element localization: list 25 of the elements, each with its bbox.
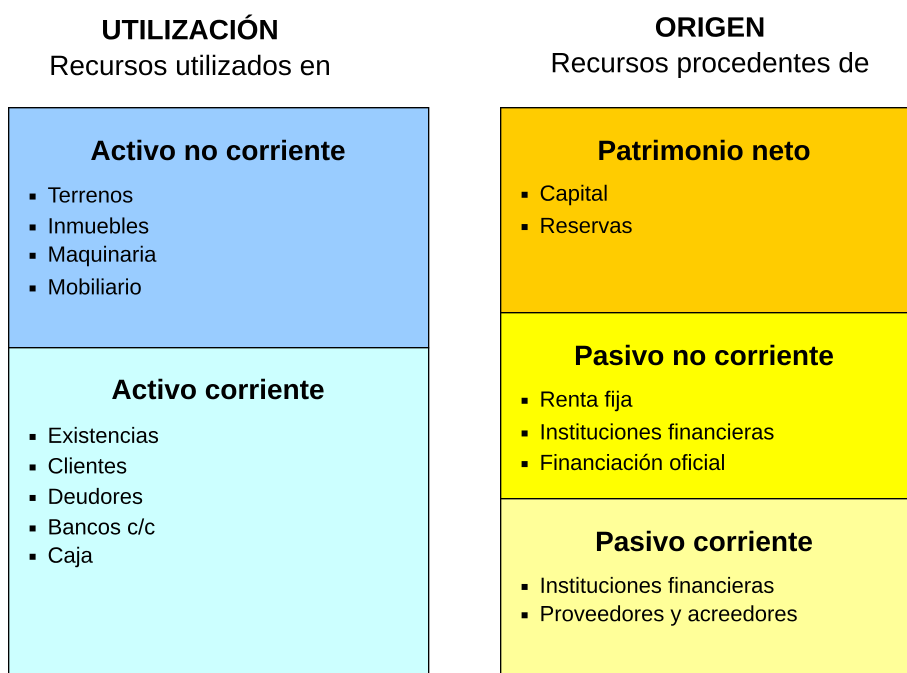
panel-heading: Pasivo no corriente	[576, 344, 833, 366]
list-item: Clientes	[30, 457, 126, 474]
col-subtitle: Recursos procedentes de	[552, 52, 868, 78]
panel-heading: Activo no corriente	[91, 140, 345, 160]
list-item: Existencias	[30, 426, 158, 444]
list-item: Renta fija	[522, 390, 632, 412]
list-item: Instituciones financieras	[522, 576, 774, 594]
list-item: Deudores	[30, 488, 142, 504]
col-title: ORIGEN	[656, 17, 764, 37]
col-subtitle: Recursos utilizados en	[51, 54, 329, 76]
list-item: Financiación oficial	[522, 454, 724, 470]
list-item: Bancos c/c	[30, 518, 155, 535]
list-item: Caja	[30, 546, 93, 568]
panel-heading: Patrimonio neto	[599, 140, 810, 160]
list-item: Proveedores y acreedores	[522, 605, 797, 626]
list-item: Maquinaria	[30, 246, 156, 266]
list-item: Inmuebles	[30, 217, 148, 234]
panel-heading: Pasivo corriente	[596, 530, 812, 552]
list-item: Terrenos	[30, 187, 132, 203]
panel-heading: Activo corriente	[112, 378, 324, 400]
list-item: Instituciones financieras	[522, 423, 774, 440]
list-item: Mobiliario	[30, 278, 141, 295]
list-item: Capital	[522, 184, 607, 206]
list-item: Reservas	[522, 218, 632, 234]
col-title: UTILIZACIÓN	[103, 14, 277, 40]
